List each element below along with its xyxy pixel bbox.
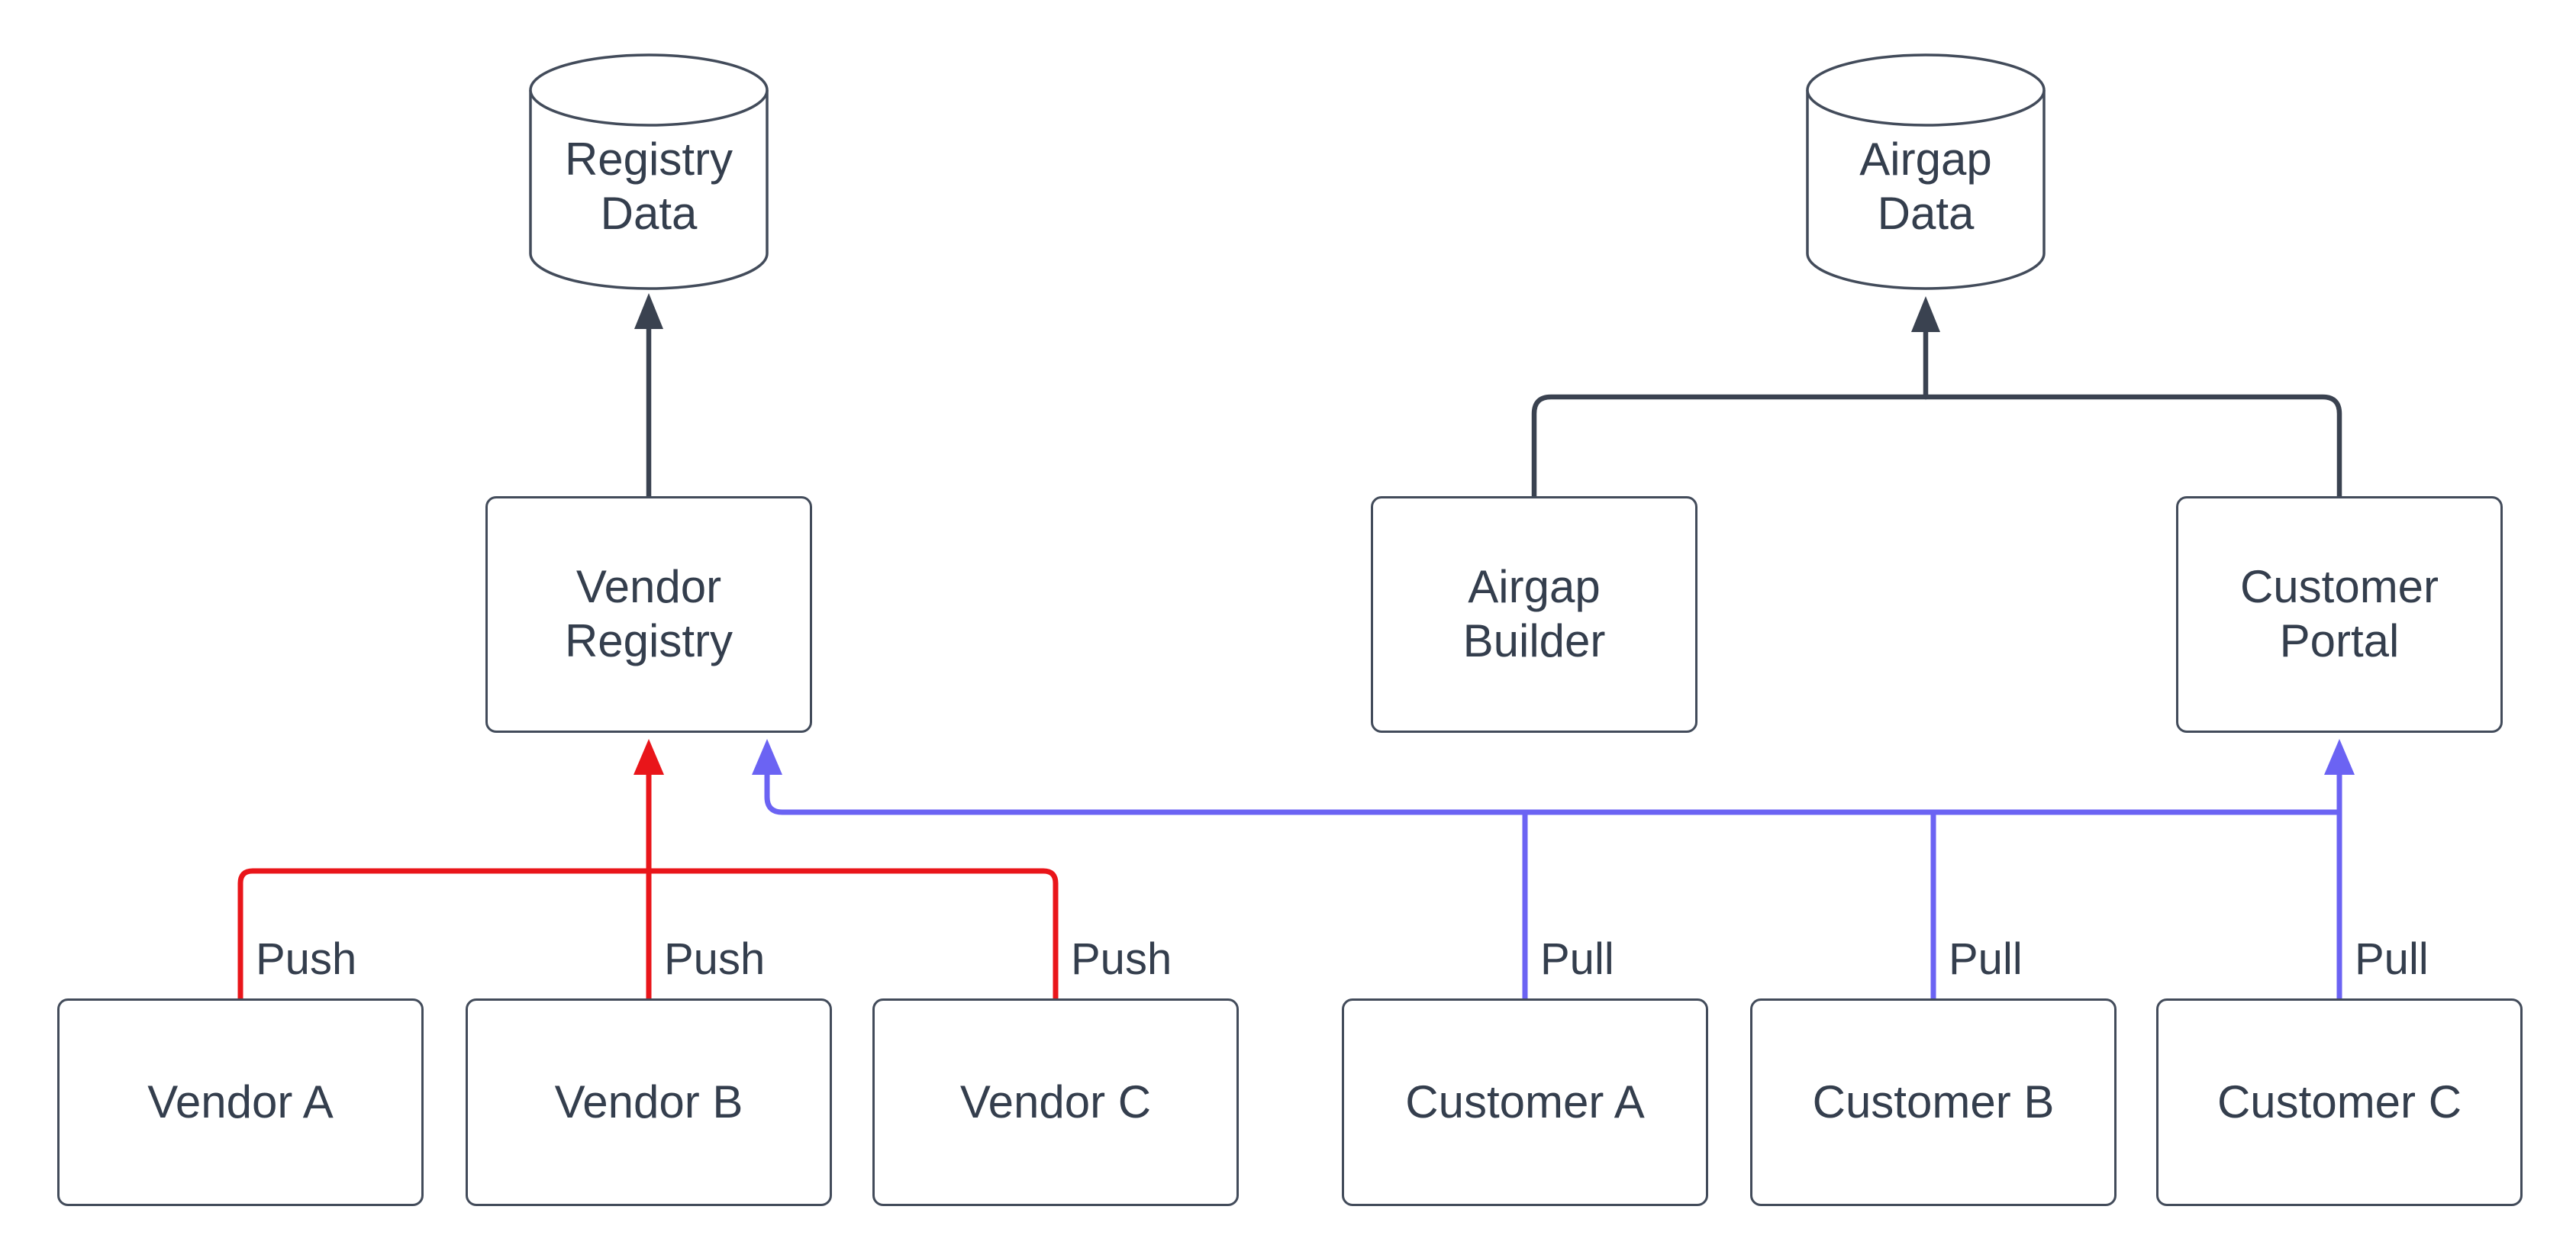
edge-airgap-builder-to-airgap-data <box>1531 394 1929 499</box>
node-registry-data: Registry Data <box>530 107 767 267</box>
registry-data-cylinder-top <box>529 53 769 127</box>
node-customer-portal-label-line2: Portal <box>2279 615 2400 666</box>
node-customer-a-label: Customer A <box>1405 1076 1645 1127</box>
edge-label-push-vendor-b: Push <box>664 934 766 984</box>
pull-edges <box>764 771 2342 1002</box>
node-airgap-builder-label-line1: Airgap <box>1468 561 1601 613</box>
dark-edges <box>646 325 2342 499</box>
node-vendor-b-label: Vendor B <box>554 1076 743 1127</box>
node-registry-data-label-line1: Registry <box>564 134 733 185</box>
node-vendor-registry: Vendor Registry <box>485 496 812 733</box>
airgap-data-cylinder-top <box>1806 53 2046 127</box>
node-vendor-a-label: Vendor A <box>147 1076 334 1127</box>
push-arrowheads <box>634 739 664 775</box>
node-vendor-a: Vendor A <box>57 998 424 1206</box>
node-airgap-builder: Airgap Builder <box>1371 496 1697 733</box>
registry-data-cylinder <box>529 53 769 290</box>
edge-label-pull-customer-b: Pull <box>1949 934 2023 984</box>
node-customer-a: Customer A <box>1342 998 1708 1206</box>
arrowhead-airgap-data <box>1911 296 1940 332</box>
pull-arrowheads <box>752 739 2355 775</box>
node-customer-b-label: Customer B <box>1812 1076 2055 1127</box>
node-customer-portal: Customer Portal <box>2176 496 2503 733</box>
dark-arrowheads <box>634 293 1940 332</box>
edge-label-push-vendor-c: Push <box>1071 934 1172 984</box>
edge-label-pull-customer-a: Pull <box>1540 934 1614 984</box>
arrowhead-push-vendor-registry <box>634 739 664 775</box>
pull-trunk <box>764 771 2342 815</box>
edge-customer-portal-to-airgap-data <box>1923 394 2342 499</box>
registry-data-cylinder-body <box>529 90 769 290</box>
node-customer-portal-label-line1: Customer <box>2239 561 2439 613</box>
node-airgap-data-label-line1: Airgap <box>1859 134 1992 185</box>
push-edges <box>237 771 1059 1002</box>
node-vendor-registry-label-line1: Vendor <box>575 561 722 613</box>
node-customer-c: Customer C <box>2156 998 2523 1206</box>
cylinder-shapes <box>529 53 2046 290</box>
airgap-data-cylinder <box>1806 53 2046 290</box>
edge-label-push-vendor-a: Push <box>256 934 357 984</box>
node-airgap-data: Airgap Data <box>1807 107 2044 267</box>
node-airgap-data-label-line2: Data <box>1877 188 1975 239</box>
node-vendor-c-label: Vendor C <box>959 1076 1152 1127</box>
node-customer-c-label: Customer C <box>2217 1076 2462 1127</box>
node-vendor-b: Vendor B <box>466 998 832 1206</box>
arrowhead-pull-customer-portal <box>2324 739 2355 775</box>
arrowhead-registry-data <box>634 293 663 329</box>
node-airgap-builder-label-line2: Builder <box>1462 615 1606 666</box>
edge-label-pull-customer-c: Pull <box>2355 934 2429 984</box>
airgap-data-cylinder-body <box>1806 90 2046 290</box>
node-registry-data-label-line2: Data <box>600 188 698 239</box>
node-customer-b: Customer B <box>1750 998 2117 1206</box>
node-vendor-c: Vendor C <box>872 998 1239 1206</box>
node-vendor-registry-label-line2: Registry <box>564 615 733 666</box>
arrowhead-pull-vendor-registry <box>752 739 782 775</box>
